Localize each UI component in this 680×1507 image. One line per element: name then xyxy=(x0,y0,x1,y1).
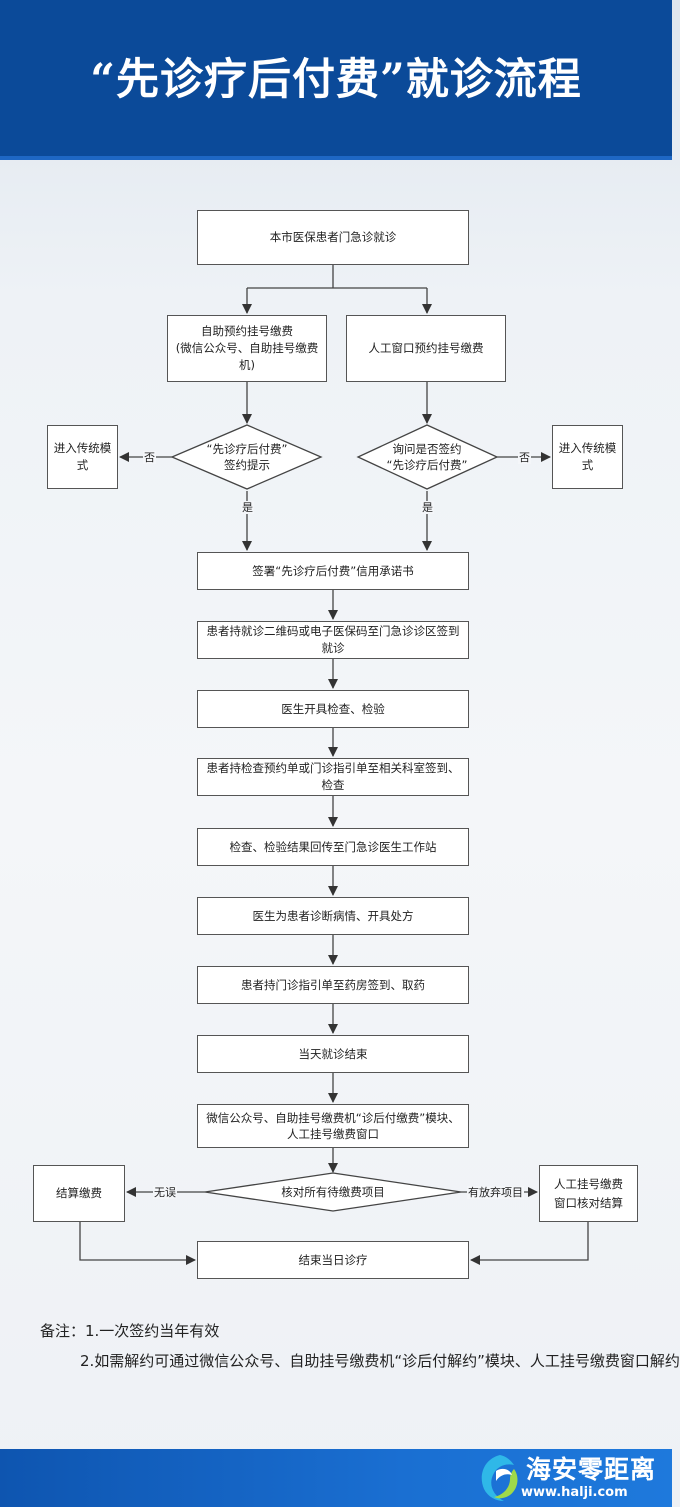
label-yes-right: 是 xyxy=(421,501,434,514)
header-banner xyxy=(0,0,672,156)
notes: 备注：1.一次签约当年有效 2.如需解约可通过微信公众号、自助挂号缴费机“诊后付… xyxy=(40,1316,680,1376)
step-8-visit-ends: 当天就诊结束 xyxy=(197,1035,469,1073)
step-7-pharmacy: 患者持门诊指引单至药房签到、取药 xyxy=(197,966,469,1004)
step-6-diagnosis: 医生为患者诊断病情、开具处方 xyxy=(197,897,469,935)
header-divider xyxy=(0,156,672,160)
label-correct: 无误 xyxy=(153,1186,177,1199)
payment-channels-line1: 微信公众号、自助挂号缴费机“诊后付缴费”模块、 xyxy=(206,1111,460,1125)
traditional-mode-left-box: 进入传统模式 xyxy=(47,425,118,489)
decision-left-text: “先诊疗后付费” 签约提示 xyxy=(187,441,307,473)
decision-right-text: 询问是否签约 “先诊疗后付费” xyxy=(367,441,487,473)
label-yes-left: 是 xyxy=(241,501,254,514)
label-no-left: 否 xyxy=(143,451,156,464)
step-4-examination: 患者持检查预约单或门诊指引单至相关科室签到、检查 xyxy=(197,758,469,796)
label-no-right: 否 xyxy=(518,451,531,464)
manual-settlement-box: 人工挂号缴费 窗口核对结算 xyxy=(539,1165,638,1222)
step-5-results-returned: 检查、检验结果回传至门急诊医生工作站 xyxy=(197,828,469,866)
manual-settlement-line1: 人工挂号缴费 xyxy=(554,1176,623,1191)
end-box: 结束当日诊疗 xyxy=(197,1241,469,1279)
footer-brand: 海安零距离 xyxy=(526,1455,657,1484)
step-1-sign-agreement: 签署“先诊疗后付费”信用承诺书 xyxy=(197,552,469,590)
payment-channels-line2: 人工挂号缴费窗口 xyxy=(286,1127,379,1141)
self-service-box: 自助预约挂号缴费 (微信公众号、自助挂号缴费机) xyxy=(167,315,327,382)
step-3-order-tests: 医生开具检查、检验 xyxy=(197,690,469,728)
manual-settlement-line2: 窗口核对结算 xyxy=(554,1195,623,1210)
step-2-check-in: 患者持就诊二维码或电子医保码至门急诊诊区签到就诊 xyxy=(197,621,469,659)
self-service-line2: (微信公众号、自助挂号缴费机) xyxy=(175,341,319,372)
decision-check-text: 核对所有待缴费项目 xyxy=(281,1185,385,1199)
note-2: 2.如需解约可通过微信公众号、自助挂号缴费机“诊后付解约”模块、人工挂号缴费窗口… xyxy=(80,1352,680,1370)
decision-right-line2: “先诊疗后付费” xyxy=(386,458,468,472)
decision-check-diamond xyxy=(204,1172,462,1212)
note-1: 备注：1.一次签约当年有效 xyxy=(40,1322,220,1340)
traditional-mode-right-box: 进入传统模式 xyxy=(552,425,623,489)
page-title: “先诊疗后付费”就诊流程 xyxy=(90,55,582,105)
decision-right-diamond xyxy=(356,424,499,490)
decision-left-diamond xyxy=(170,424,323,490)
decision-left-line1: “先诊疗后付费” xyxy=(206,442,288,456)
footer-url: www.halji.com xyxy=(521,1485,628,1500)
footer-bar xyxy=(0,1449,672,1507)
settle-payment-box: 结算缴费 xyxy=(33,1165,125,1222)
label-abandoned-items: 有放弃项目 xyxy=(467,1186,524,1199)
payment-channels-box: 微信公众号、自助挂号缴费机“诊后付缴费”模块、 人工挂号缴费窗口 xyxy=(197,1104,469,1148)
swirl-logo-icon xyxy=(481,1455,518,1501)
decision-right-line1: 询问是否签约 xyxy=(392,442,462,456)
manual-window-box: 人工窗口预约挂号缴费 xyxy=(346,315,506,382)
self-service-line1: 自助预约挂号缴费 xyxy=(201,324,293,338)
decision-left-line2: 签约提示 xyxy=(224,458,270,472)
start-box: 本市医保患者门急诊就诊 xyxy=(197,210,469,265)
